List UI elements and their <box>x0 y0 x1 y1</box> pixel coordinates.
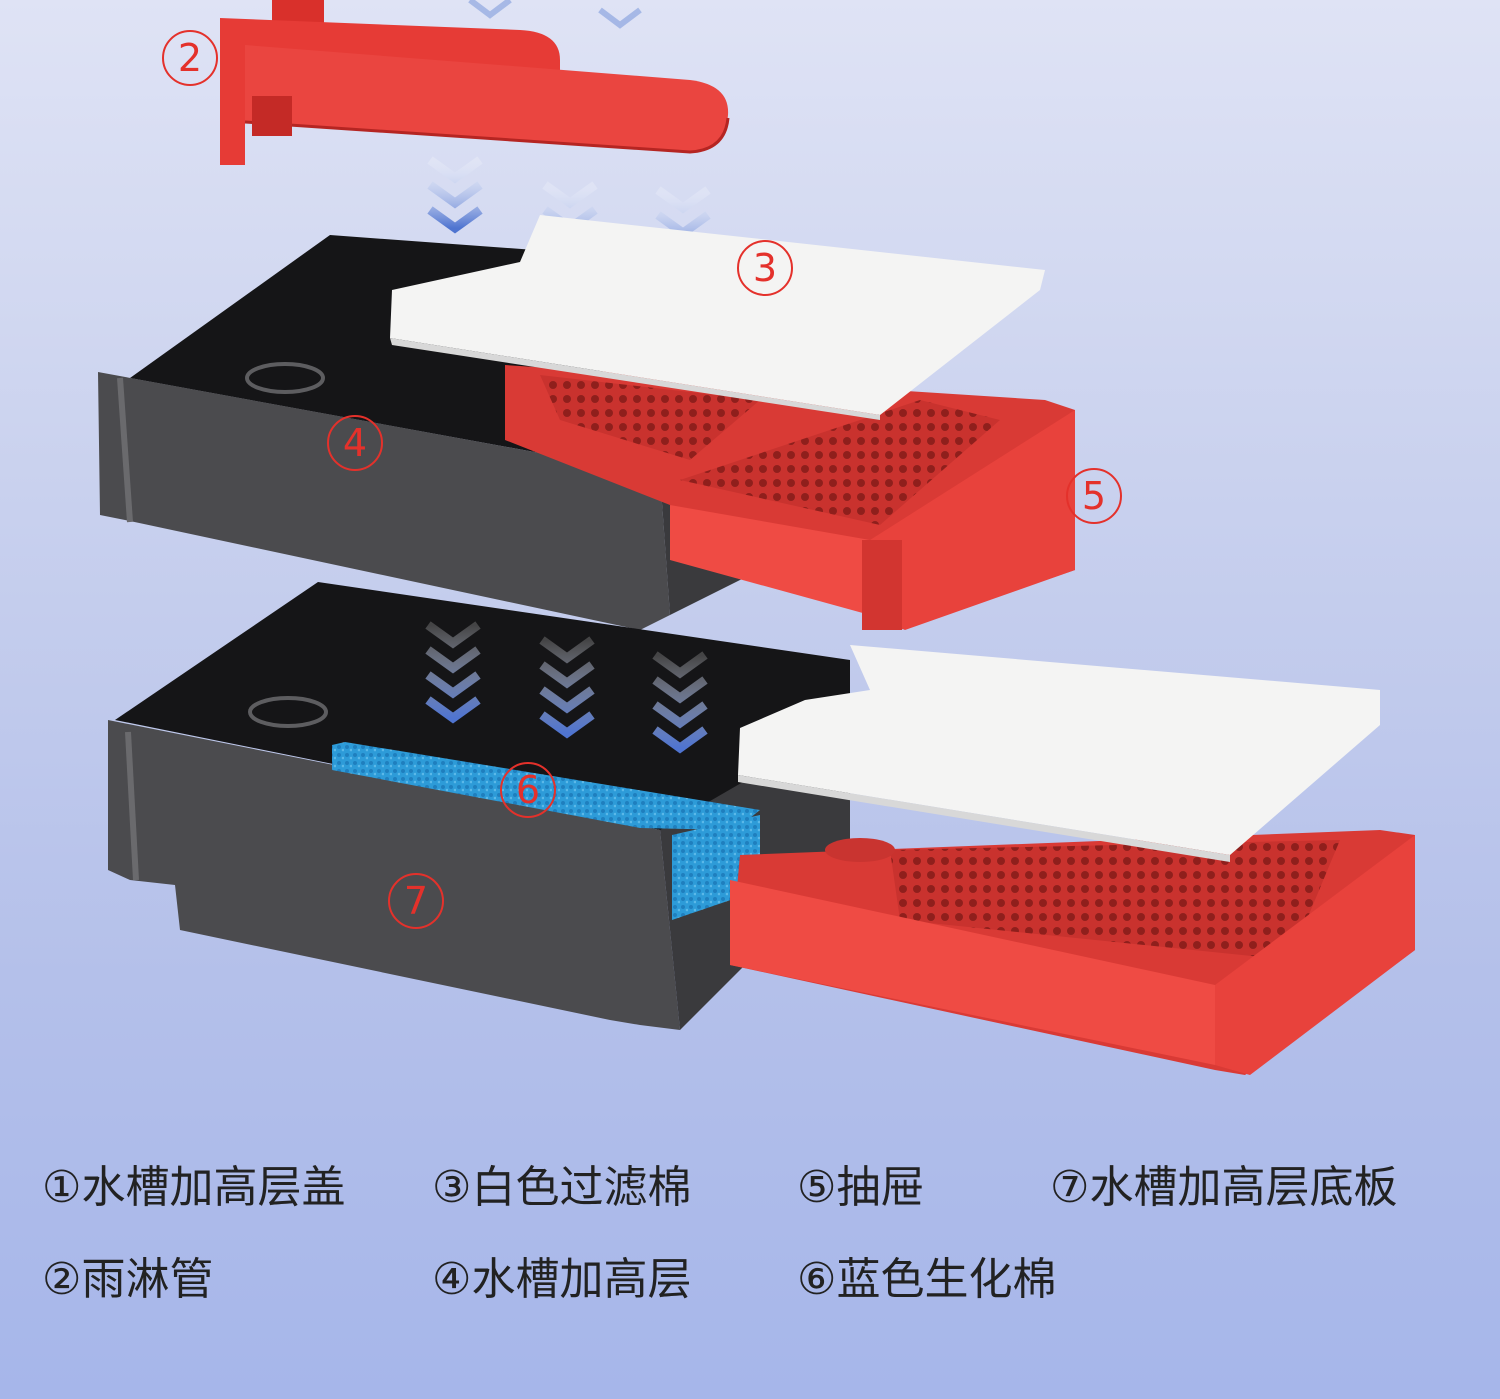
legend-item-3: ③白色过滤棉 <box>432 1160 691 1216</box>
marker-5: 5 <box>1066 468 1122 524</box>
legend-label: 水槽加高层盖 <box>81 1162 345 1213</box>
legend-label: 水槽加高层底板 <box>1089 1162 1397 1213</box>
legend-number: ② <box>42 1252 81 1308</box>
legend-item-7: ⑦水槽加高层底板 <box>1050 1160 1397 1216</box>
product-illustration <box>0 0 1500 1130</box>
drawer-lower <box>730 830 1415 1075</box>
legend-item-5: ⑤抽屉 <box>797 1160 924 1216</box>
legend-number: ③ <box>432 1160 471 1216</box>
marker-6: 6 <box>500 762 556 818</box>
legend-number: ④ <box>432 1252 471 1308</box>
legend-label: 水槽加高层 <box>471 1254 691 1305</box>
legend-item-6: ⑥蓝色生化棉 <box>797 1252 1056 1308</box>
legend-number: ⑤ <box>797 1160 836 1216</box>
legend-item-1: ①水槽加高层盖 <box>42 1160 345 1216</box>
legend-label: 抽屉 <box>836 1162 924 1213</box>
water-flow-arrows-top <box>470 0 640 25</box>
marker-2: 2 <box>162 30 218 86</box>
legend-number: ⑥ <box>797 1252 836 1308</box>
legend-item-2: ②雨淋管 <box>42 1252 213 1308</box>
marker-3: 3 <box>737 240 793 296</box>
legend-number: ⑦ <box>1050 1160 1089 1216</box>
marker-4: 4 <box>327 415 383 471</box>
legend-item-4: ④水槽加高层 <box>432 1252 691 1308</box>
rain-pipe <box>220 0 728 165</box>
legend-number: ① <box>42 1160 81 1216</box>
marker-7: 7 <box>388 873 444 929</box>
legend-label: 雨淋管 <box>81 1254 213 1305</box>
legend-label: 蓝色生化棉 <box>836 1254 1056 1305</box>
legend-label: 白色过滤棉 <box>471 1162 691 1213</box>
